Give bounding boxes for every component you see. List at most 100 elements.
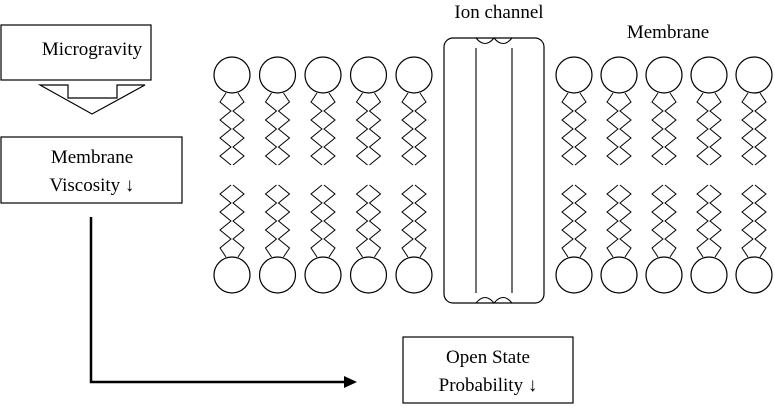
- phospholipid-bottom-9: [735, 184, 773, 294]
- viscosity-box: [0, 136, 183, 204]
- ion-channel-label: Ion channel: [454, 2, 543, 23]
- phospholipid-bottom-5: [555, 184, 593, 294]
- connector-arrowhead: [344, 376, 357, 388]
- lipid-tail: [664, 184, 677, 258]
- lipid-head: [600, 256, 638, 294]
- lipid-tail: [651, 92, 664, 166]
- phospholipid-bottom-2: [304, 184, 342, 294]
- lipid-tail: [414, 92, 427, 166]
- lipid-tail: [651, 184, 664, 258]
- open-state-label-line1: Open State: [446, 347, 530, 368]
- lipid-tail: [696, 184, 709, 258]
- lipid-head: [645, 256, 683, 294]
- lipid-head: [349, 256, 388, 294]
- phospholipid-bottom-4: [395, 184, 433, 294]
- phospholipid-top-1: [258, 56, 297, 166]
- phospholipid-bottom-0: [213, 184, 251, 294]
- lipid-tail: [401, 92, 414, 166]
- lipid-tail: [561, 184, 574, 258]
- lipid-head: [213, 256, 251, 294]
- phospholipid-top-9: [735, 56, 773, 166]
- lipid-tail: [574, 184, 587, 258]
- lipid-tail: [310, 184, 323, 258]
- channel-top-notch-right: [493, 37, 513, 45]
- lipid-tail: [355, 184, 369, 258]
- lipid-tail: [232, 92, 245, 166]
- elbow-connector: [89, 217, 346, 384]
- lipid-tail: [619, 92, 632, 166]
- lipid-tail: [709, 184, 722, 258]
- microgravity-label: Microgravity: [42, 39, 143, 60]
- lipid-tail: [741, 184, 754, 258]
- lipid-tail: [574, 92, 587, 166]
- lipid-tail: [232, 184, 245, 258]
- lipid-tail: [264, 92, 278, 166]
- lipid-head: [690, 56, 728, 94]
- lipid-tail: [606, 184, 619, 258]
- lipid-tail: [323, 92, 336, 166]
- lipid-head: [735, 56, 773, 94]
- ion-channel-body: [443, 37, 545, 304]
- lipid-tail: [264, 184, 278, 258]
- viscosity-node: Membrane Viscosity ↓: [0, 136, 183, 204]
- phospholipid-bottom-1: [258, 184, 297, 294]
- lipid-tail: [709, 92, 722, 166]
- lipid-tail: [606, 92, 619, 166]
- lipid-tail: [401, 184, 414, 258]
- lipid-tail: [219, 184, 232, 258]
- lipid-tail: [277, 92, 291, 166]
- lipid-head: [395, 256, 433, 294]
- lipid-head: [258, 256, 297, 294]
- phospholipid-top-2: [304, 56, 342, 166]
- lipid-tail: [664, 92, 677, 166]
- viscosity-label-line2: Viscosity ↓: [50, 175, 135, 196]
- lipid-head: [304, 56, 342, 94]
- lipid-head: [258, 56, 297, 94]
- channel-top-notch-left: [475, 37, 495, 45]
- channel-bottom-notch-left: [475, 296, 495, 304]
- phospholipid-top-5: [555, 56, 593, 166]
- phospholipid-bottom-8: [690, 184, 728, 294]
- lipid-tail: [277, 184, 291, 258]
- lipid-tail: [619, 184, 632, 258]
- lipid-tail: [754, 184, 767, 258]
- lipid-tail: [355, 92, 369, 166]
- lipid-bilayer: [213, 56, 773, 294]
- phospholipid-bottom-7: [645, 184, 683, 294]
- lipid-tail: [219, 92, 232, 166]
- lipid-head: [555, 256, 593, 294]
- viscosity-label-line1: Membrane: [51, 147, 133, 168]
- open-state-node: Open State Probability ↓: [402, 336, 574, 404]
- lipid-head: [304, 256, 342, 294]
- lipid-tail: [310, 92, 323, 166]
- channel-bottom-notch-right: [493, 296, 513, 304]
- phospholipid-top-0: [213, 56, 251, 166]
- open-state-label-line2: Probability ↓: [439, 375, 538, 396]
- phospholipid-top-6: [600, 56, 638, 166]
- lipid-tail: [368, 92, 382, 166]
- phospholipid-top-4: [395, 56, 433, 166]
- lipid-head: [735, 256, 773, 294]
- lipid-head: [555, 56, 593, 94]
- phospholipid-top-3: [349, 56, 388, 166]
- lipid-head: [645, 56, 683, 94]
- phospholipid-top-8: [690, 56, 728, 166]
- lipid-tail: [696, 92, 709, 166]
- lipid-tail: [414, 184, 427, 258]
- lipid-head: [395, 56, 433, 94]
- lipid-tail: [323, 184, 336, 258]
- microgravity-node: Microgravity: [0, 24, 152, 81]
- lipid-head: [349, 56, 388, 94]
- lipid-head: [690, 256, 728, 294]
- phospholipid-bottom-6: [600, 184, 638, 294]
- lipid-tail: [561, 92, 574, 166]
- microgravity-box: [0, 24, 152, 81]
- lipid-tail: [368, 184, 382, 258]
- hollow-down-arrow: [37, 84, 146, 115]
- phospholipid-bottom-3: [349, 184, 388, 294]
- membrane-label: Membrane: [627, 22, 709, 43]
- lipid-tail: [754, 92, 767, 166]
- phospholipid-top-7: [645, 56, 683, 166]
- open-state-box: [402, 336, 574, 404]
